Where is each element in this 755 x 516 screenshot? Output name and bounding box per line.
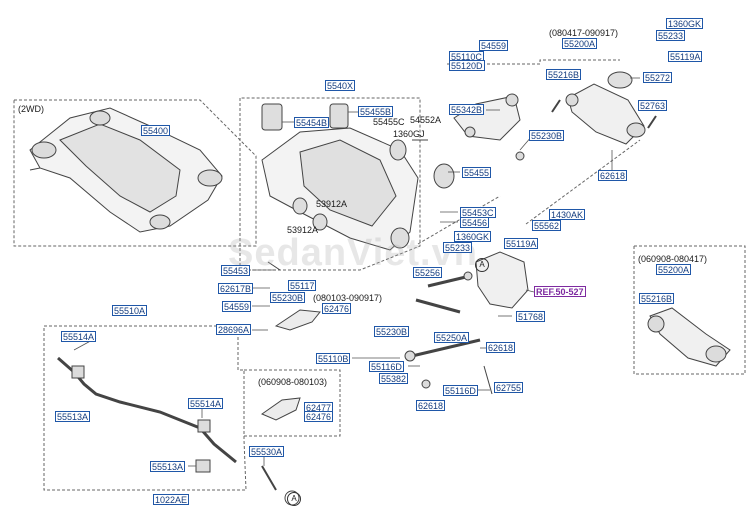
bracket-drawings — [260, 309, 321, 421]
part-link-55230b-center[interactable]: 55230B — [374, 326, 410, 337]
subframe-4wd-drawing — [261, 103, 455, 271]
part-label-1360gj: 1360GJ — [393, 129, 425, 139]
part-link-62618-bottom[interactable]: 62618 — [416, 400, 446, 411]
part-label-55455c: 55455C — [373, 117, 405, 127]
part-link-55530a[interactable]: 55530A — [249, 446, 285, 457]
leader-dash-2 — [525, 139, 641, 225]
part-link-55230b-right[interactable]: 55230B — [529, 130, 565, 141]
callout-a-link: A — [287, 492, 301, 506]
part-link-55200a-lower[interactable]: 55200A — [656, 264, 692, 275]
part-link-55120d[interactable]: 55120D — [449, 60, 485, 71]
trailing-arm-upper-drawing — [551, 71, 657, 145]
part-link-55200a-upper[interactable]: 55200A — [562, 38, 598, 49]
part-link-62476-lower[interactable]: 62476 — [304, 411, 334, 422]
part-link-55456[interactable]: 55456 — [460, 217, 490, 228]
frame-060908-080103 — [244, 369, 341, 437]
part-link-55400-2wd[interactable]: 55400 — [141, 125, 171, 136]
part-link-55250a[interactable]: 55250A — [434, 332, 470, 343]
part-link-1360gk-top[interactable]: 1360GK — [666, 18, 704, 29]
part-link-55216b-lower[interactable]: 55216B — [639, 293, 675, 304]
part-label-53912a-lower: 53912A — [287, 225, 319, 235]
part-link-55453[interactable]: 55453 — [221, 265, 251, 276]
part-link-55230b-left[interactable]: 55230B — [270, 292, 306, 303]
part-link-51768[interactable]: 51768 — [516, 311, 546, 322]
part-link-55119a-top[interactable]: 55119A — [668, 51, 703, 62]
ref-link-50-527[interactable]: REF.50-527 — [534, 286, 586, 297]
variant-2wd: (2WD) — [18, 104, 44, 114]
part-link-55256[interactable]: 55256 — [413, 267, 443, 278]
variant-080103-090917: (080103-090917) — [313, 293, 383, 303]
part-link-55116d-upper[interactable]: 55116D — [369, 361, 404, 372]
part-link-55216b-upper[interactable]: 55216B — [546, 69, 582, 80]
part-link-55117[interactable]: 55117 — [288, 280, 317, 291]
part-link-55513a-right[interactable]: 55513A — [150, 461, 186, 472]
part-link-55233-top[interactable]: 55233 — [656, 30, 686, 41]
part-label-53912a-upper: 53912A — [316, 199, 348, 209]
part-link-55342b[interactable]: 55342B — [449, 104, 485, 115]
part-link-55110b[interactable]: 55110B — [316, 353, 351, 364]
part-link-1022ae[interactable]: 1022AE — [153, 494, 190, 505]
part-link-62476-upper[interactable]: 62476 — [322, 303, 352, 314]
trailing-arm-lower-drawing — [647, 307, 731, 367]
frame-2wd — [13, 99, 257, 247]
leader-dash-1 — [417, 195, 501, 245]
part-link-55382[interactable]: 55382 — [379, 373, 409, 384]
part-label-54552a: 54552A — [410, 115, 442, 125]
part-link-55116d-lower[interactable]: 55116D — [443, 385, 478, 396]
part-link-54559-left[interactable]: 54559 — [222, 301, 252, 312]
part-link-55514a-right[interactable]: 55514A — [188, 398, 224, 409]
part-link-55119a-center[interactable]: 55119A — [504, 238, 539, 249]
variant-080417-090917: (080417-090917) — [549, 28, 619, 38]
callout-a-knuckle: A — [475, 258, 489, 272]
part-link-1360gk-center[interactable]: 1360GK — [454, 231, 492, 242]
part-link-55455[interactable]: 55455 — [462, 167, 492, 178]
variant-060908-080417: (060908-080417) — [638, 254, 708, 264]
part-link-54559-top[interactable]: 54559 — [479, 40, 509, 51]
subframe-2wd-drawing — [29, 107, 223, 233]
knuckle-and-arms — [404, 93, 529, 395]
part-link-5540x[interactable]: 5540X — [325, 80, 356, 91]
part-link-62618-right[interactable]: 62618 — [598, 170, 628, 181]
part-link-55510a[interactable]: 55510A — [112, 305, 148, 316]
part-link-28696a[interactable]: 28696A — [216, 324, 252, 335]
frame-upper-arm — [447, 59, 620, 65]
part-link-55513a-left[interactable]: 55513A — [55, 411, 91, 422]
part-link-55272[interactable]: 55272 — [643, 72, 673, 83]
part-link-55455b[interactable]: 55455B — [358, 106, 394, 117]
part-link-52763[interactable]: 52763 — [638, 100, 668, 111]
variant-060908-080103: (060908-080103) — [258, 377, 328, 387]
frame-060908-080417 — [633, 245, 746, 375]
part-link-55562[interactable]: 55562 — [532, 220, 562, 231]
part-link-62617b[interactable]: 62617B — [218, 283, 254, 294]
part-link-55514a-left[interactable]: 55514A — [61, 331, 97, 342]
part-link-1430ak[interactable]: 1430AK — [549, 209, 586, 220]
part-link-55454b[interactable]: 55454B — [294, 117, 330, 128]
part-link-55233-center[interactable]: 55233 — [443, 242, 473, 253]
part-link-62618-center[interactable]: 62618 — [486, 342, 516, 353]
part-link-62755[interactable]: 62755 — [494, 382, 524, 393]
